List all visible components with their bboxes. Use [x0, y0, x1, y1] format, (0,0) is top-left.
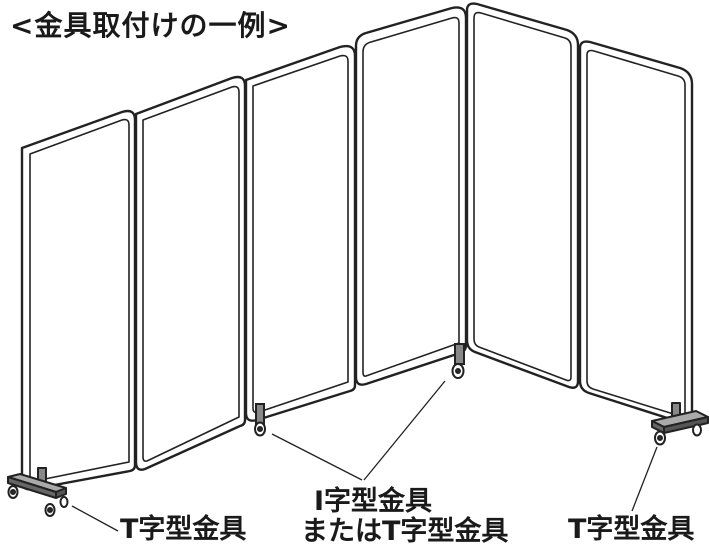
partition-panel-3 — [244, 44, 357, 422]
partition-panel-6 — [578, 40, 694, 425]
label-middle-bracket-line1: I字型金具 — [314, 486, 433, 517]
partition-panel-2 — [134, 75, 247, 471]
label-left-t-bracket: T字型金具 — [120, 514, 247, 545]
label-middle-bracket-line2: またはT字型金具 — [301, 516, 509, 547]
right-t-bracket — [651, 402, 709, 446]
label-right-t-bracket: T字型金具 — [568, 514, 695, 545]
diagram-title: <金具取付けの一例> — [10, 9, 291, 42]
leader-line-middle-b — [363, 380, 446, 481]
left-t-bracket — [7, 467, 69, 517]
partition-panel-4 — [354, 6, 468, 386]
middle-bracket-lower — [254, 403, 266, 437]
partition-panel-5 — [465, 2, 580, 389]
leader-line-middle-a — [271, 433, 363, 481]
middle-bracket-upper — [451, 343, 465, 379]
leader-line-left — [71, 505, 119, 532]
partition-panel-1 — [20, 109, 137, 491]
leader-line-right — [631, 446, 658, 512]
